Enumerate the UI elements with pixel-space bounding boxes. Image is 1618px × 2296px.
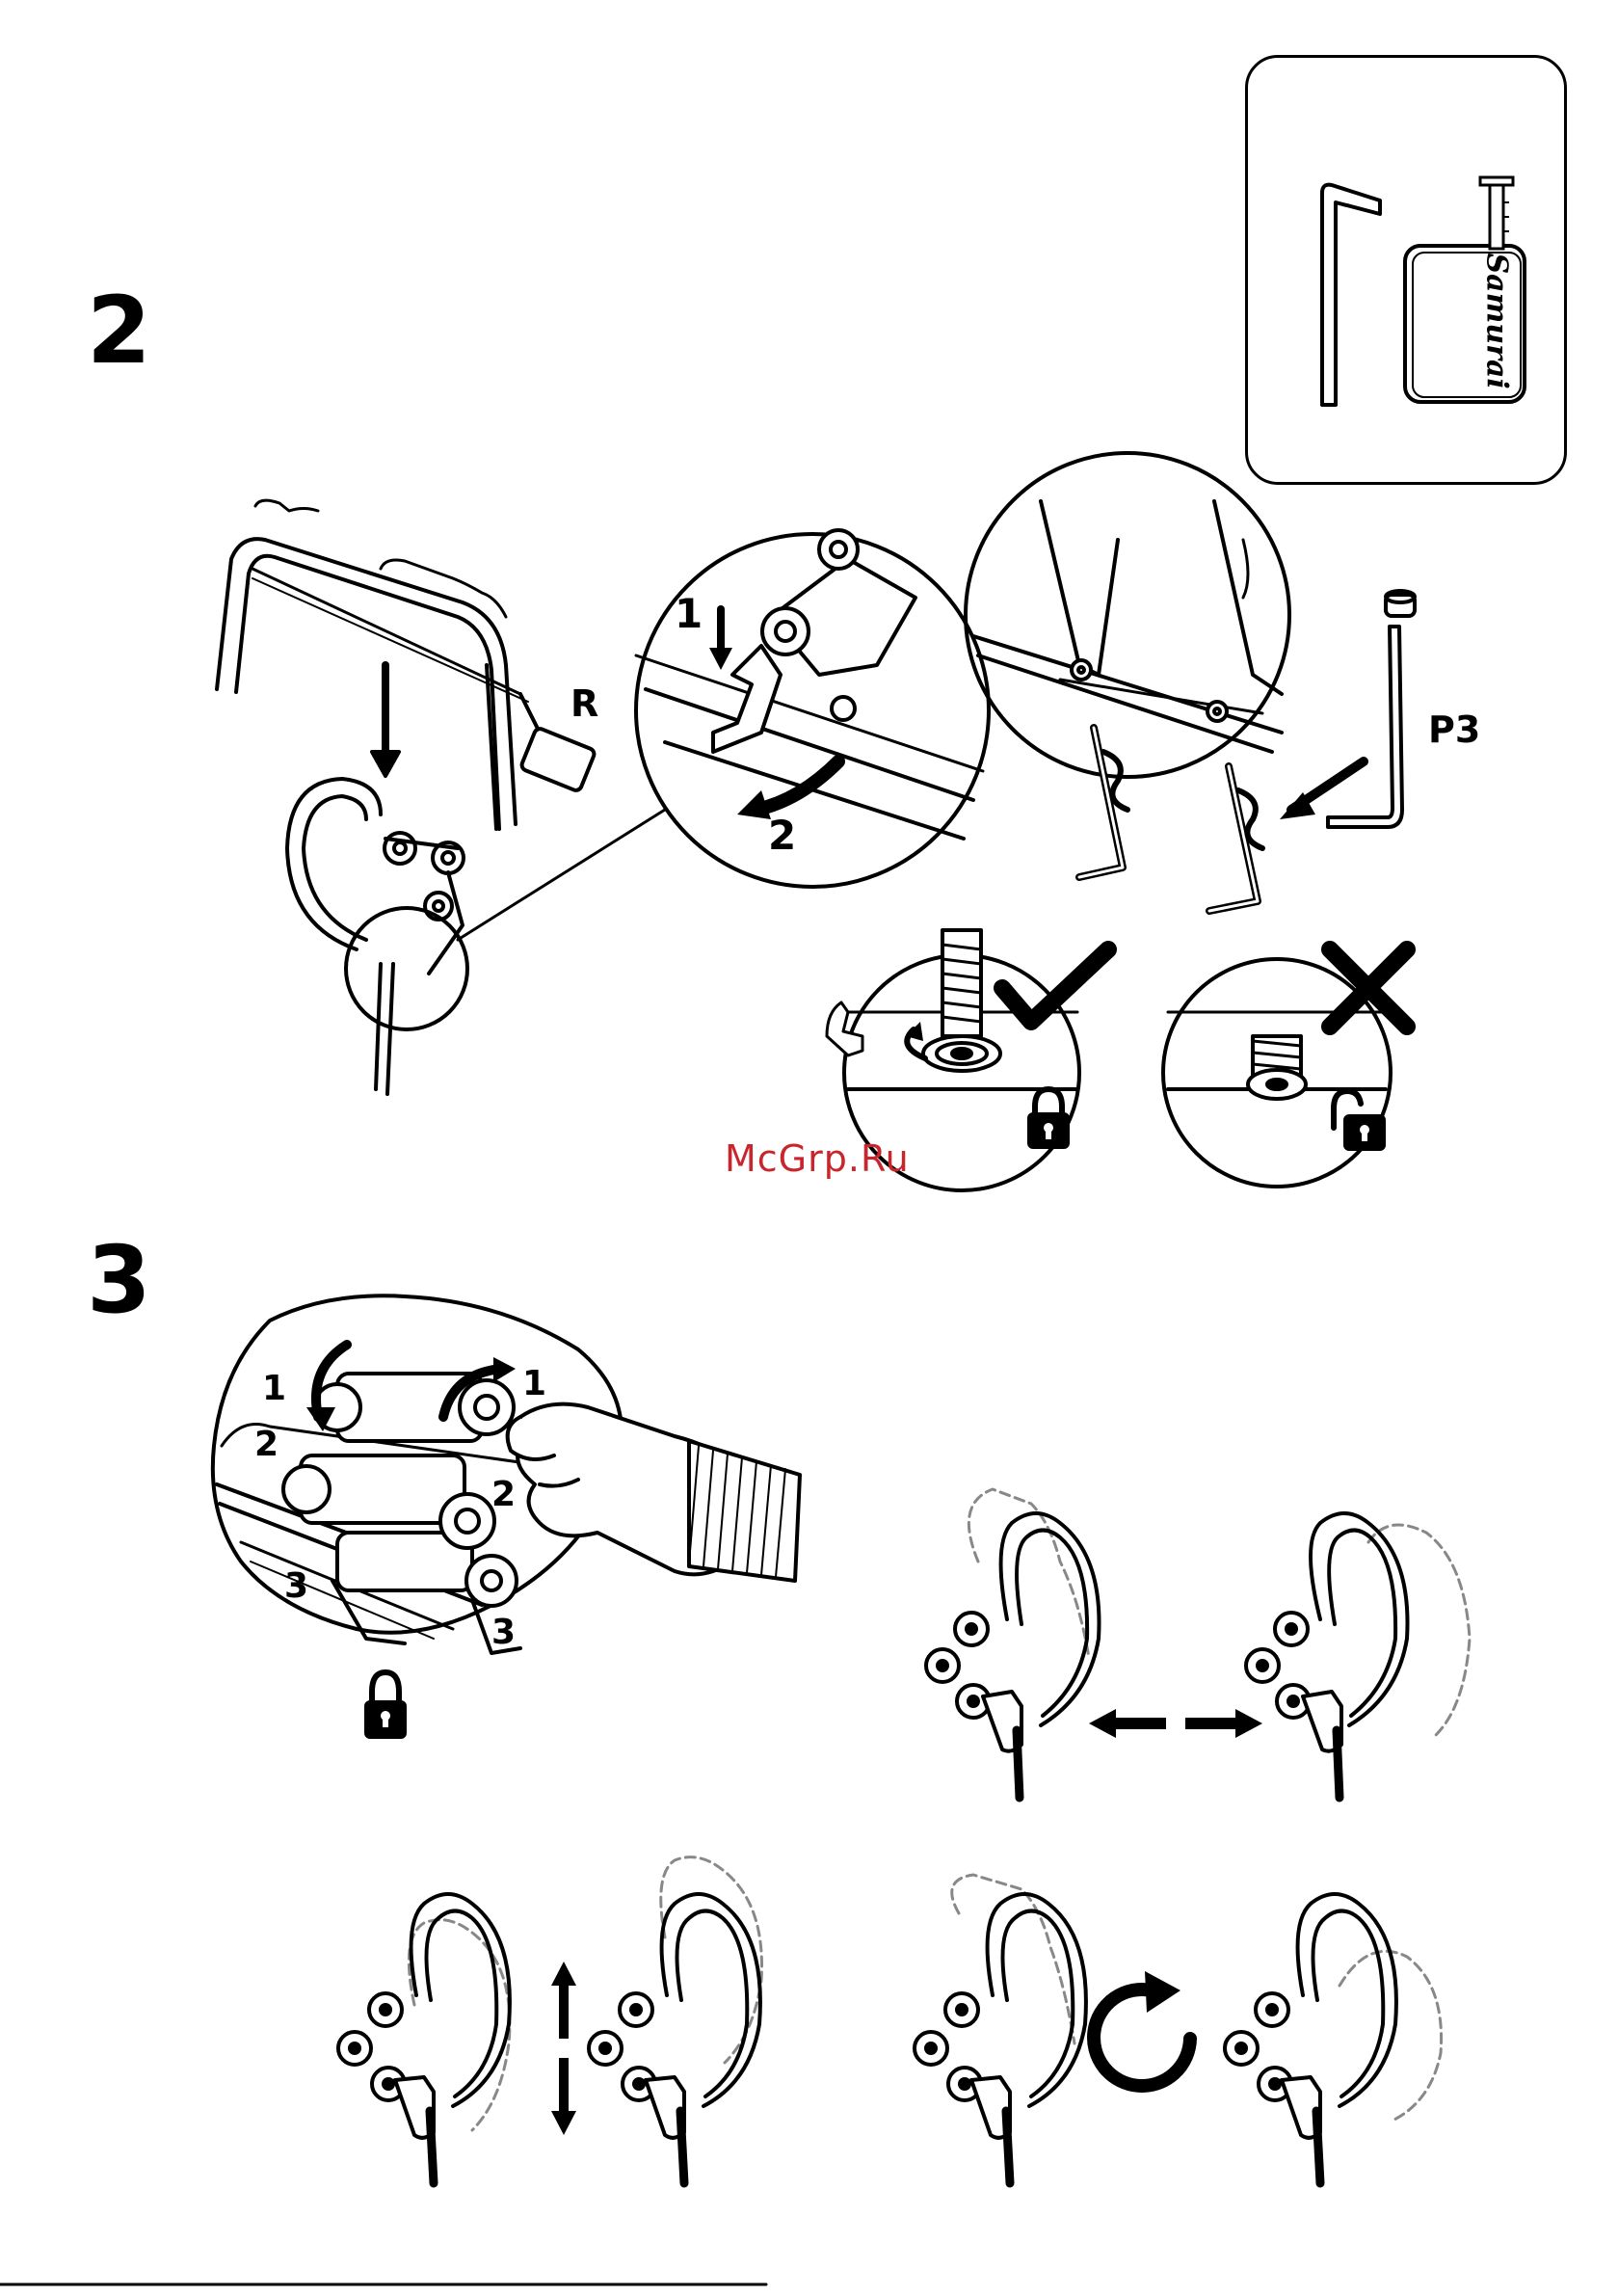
side-r-label: R xyxy=(570,682,598,725)
seq-1-label-left: 1 xyxy=(262,1369,286,1408)
allen-key-under-1 xyxy=(1079,728,1127,877)
zoom-circle-screws xyxy=(966,453,1289,777)
seq-1-label-lever: 1 xyxy=(675,590,703,637)
bracket-rotate-2 xyxy=(1225,1894,1442,2183)
bracket-forward-back-1 xyxy=(926,1489,1100,1798)
double-arrow-vertical xyxy=(551,1962,576,2135)
p3-allen-key xyxy=(1328,591,1415,827)
lock-open-icon xyxy=(1334,1091,1384,1149)
lock-closed-icon-1 xyxy=(1029,1089,1068,1147)
cross-mark-icon xyxy=(1330,949,1407,1027)
lock-closed-icon-2 xyxy=(366,1672,405,1737)
seq-3-label-left: 3 xyxy=(284,1566,308,1606)
part-p3-label: P3 xyxy=(1428,708,1480,751)
seq-2-label-left: 2 xyxy=(254,1425,279,1464)
bracket-rotate-1 xyxy=(915,1875,1086,2183)
check-mark-icon xyxy=(1002,949,1108,1022)
bench-frame-drawing xyxy=(217,500,596,829)
hand-drawing xyxy=(508,1404,800,1581)
seq-2-label-lever: 2 xyxy=(768,812,796,859)
allen-key-under-2 xyxy=(1209,766,1262,911)
seq-2-label-right: 2 xyxy=(491,1475,516,1514)
down-arrow-head xyxy=(372,752,399,776)
zoom-connector-line xyxy=(458,810,665,940)
bracket-up-down-1 xyxy=(338,1894,510,2183)
double-arrow-horizontal xyxy=(1089,1709,1262,1738)
watermark: McGrp.Ru xyxy=(725,1137,910,1180)
zoom-circle-lever xyxy=(636,530,989,887)
bracket-small-drawing xyxy=(287,779,467,1094)
bracket-forward-back-2 xyxy=(1246,1513,1470,1798)
bracket-up-down-2 xyxy=(589,1857,762,2183)
rotate-arrow-icon xyxy=(1094,1989,1190,2086)
seq-1-label-right: 1 xyxy=(522,1364,546,1403)
seq-3-label-right: 3 xyxy=(491,1613,516,1652)
